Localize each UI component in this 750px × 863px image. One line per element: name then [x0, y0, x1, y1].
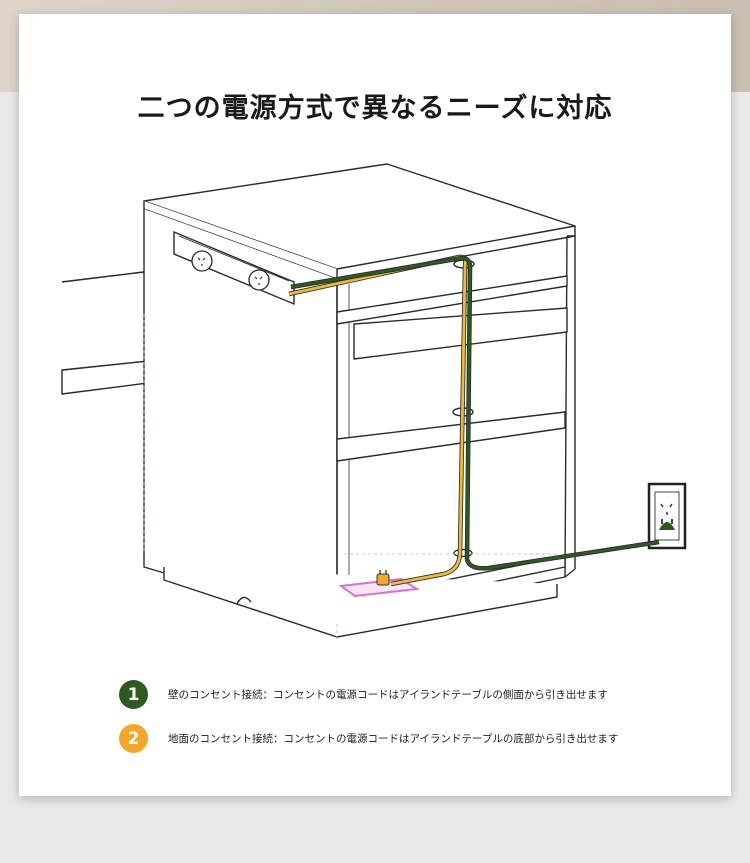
cabinet-diagram — [61, 163, 687, 639]
legend-number-badge: 1 — [119, 680, 148, 709]
legend-number-badge: 2 — [119, 724, 148, 753]
legend-text: 地面のコンセント接続：コンセントの電源コードはアイランドテーブルの底部から引き出… — [168, 733, 619, 745]
legend-item-floor: 2 地面のコンセント接続：コンセントの電源コードはアイランドテーブルの底部から引… — [119, 724, 618, 753]
legend-item-wall: 1 壁のコンセント接続：コンセントの電源コードはアイランドテーブルの側面から引き… — [119, 680, 608, 709]
page-title: 二つの電源方式で異なるニーズに対応 — [137, 93, 613, 124]
drawer-front — [353, 307, 568, 360]
legend-text: 壁のコンセント接続：コンセントの電源コードはアイランドテーブルの側面から引き出せ… — [168, 689, 608, 701]
wall-outlet-icon — [647, 482, 687, 550]
shelf-upper — [336, 275, 568, 325]
info-card: 二つの電源方式で異なるニーズに対応 — [19, 14, 731, 796]
desk-power-strip-icon — [173, 230, 295, 306]
plug-icon — [376, 570, 390, 586]
wall-cable — [290, 255, 660, 571]
shelf-middle — [336, 411, 566, 462]
